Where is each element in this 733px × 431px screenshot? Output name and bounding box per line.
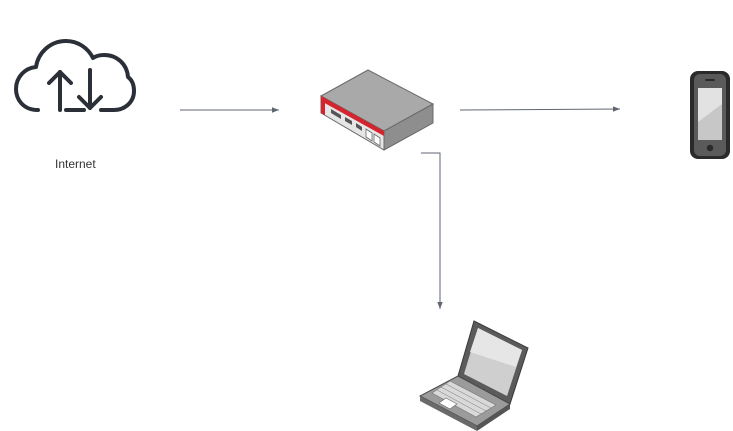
cloud-upload-download-icon[interactable] (14, 39, 136, 112)
edge-router-laptop[interactable] (421, 152, 443, 309)
laptop-icon[interactable] (418, 320, 529, 431)
connectors (180, 106, 621, 309)
internet-label: Internet (55, 157, 96, 171)
smartphone-icon[interactable] (690, 71, 730, 159)
router-icon[interactable] (319, 69, 435, 151)
edge-router-phone[interactable] (459, 106, 621, 112)
